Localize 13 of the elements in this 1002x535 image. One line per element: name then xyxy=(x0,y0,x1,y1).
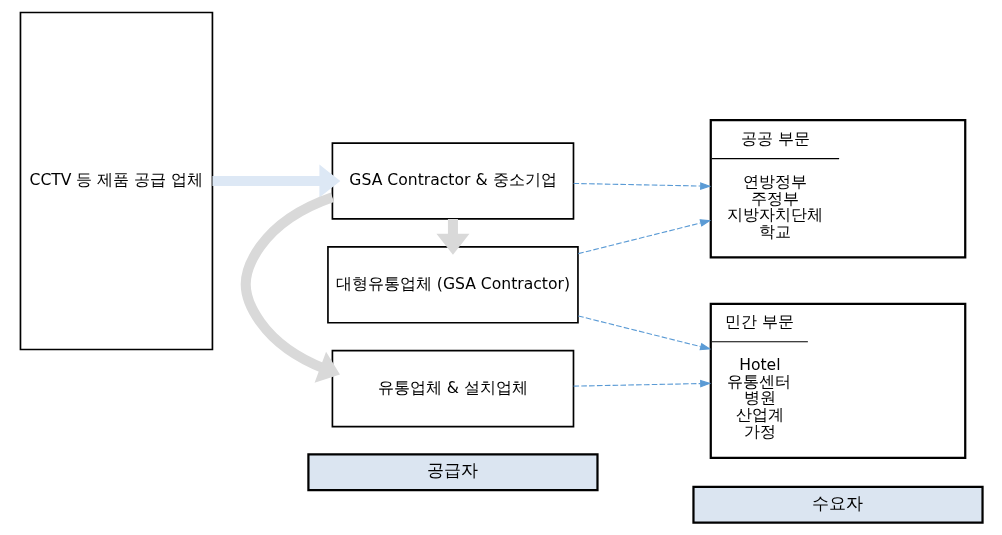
arrow xyxy=(577,219,711,255)
arrow xyxy=(435,218,469,255)
arrow xyxy=(577,315,711,351)
node-box: GSA Contractor & 중소기업 xyxy=(331,142,574,220)
arrow xyxy=(572,379,711,388)
node-box: 수요자 xyxy=(691,485,984,524)
node-box: 공급자 xyxy=(306,453,599,492)
arrow xyxy=(572,182,711,190)
node-box: 유통업체 & 설치업체 xyxy=(331,349,574,428)
arrow xyxy=(240,192,340,383)
arrow xyxy=(211,164,340,198)
node-box: 대형유통업체 (GSA Contractor) xyxy=(326,246,579,324)
node-box: CCTV 등 제품 공급 업체 xyxy=(19,11,213,351)
